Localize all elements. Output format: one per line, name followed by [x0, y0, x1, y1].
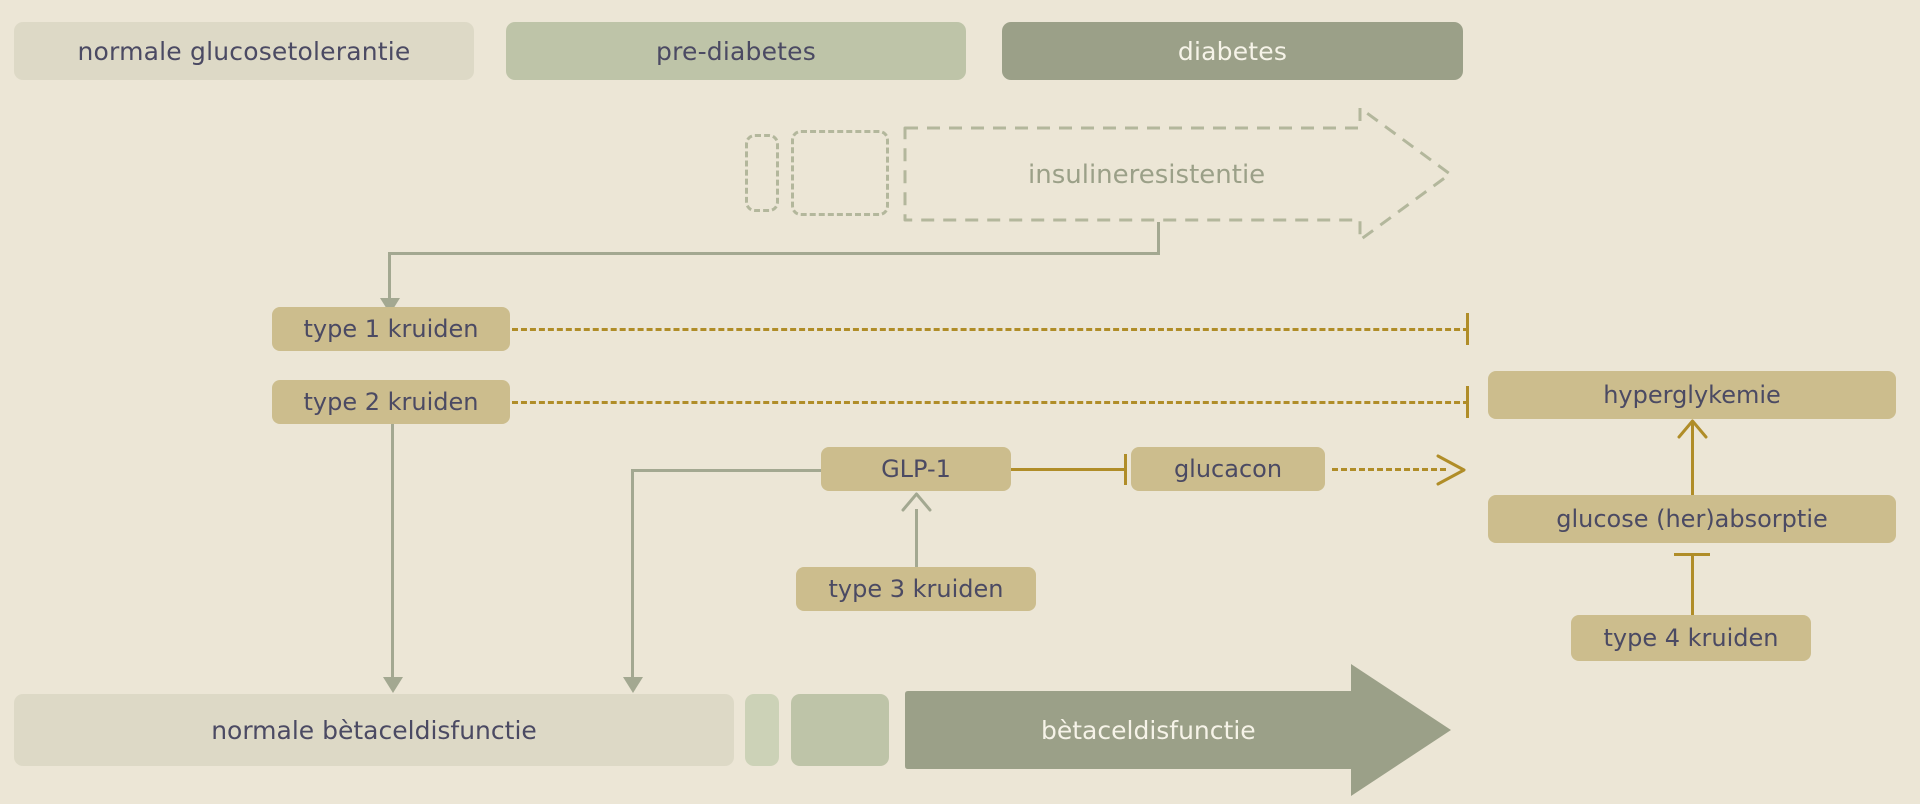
- edge-type2-to-betacell-line: [391, 424, 394, 679]
- inhibition-tbar-type4: [1674, 553, 1710, 556]
- edge-type3-to-glp1-line: [915, 509, 918, 569]
- node-type-4-kruiden[interactable]: type 4 kruiden: [1571, 615, 1811, 661]
- betaceldisfunctie-label: bètaceldisfunctie: [1041, 716, 1256, 745]
- stage-bar-diabetes[interactable]: diabetes: [1002, 22, 1463, 80]
- insulineresistentie-label: insulineresistentie: [1028, 160, 1266, 190]
- edge-glucose-to-hyperglykemie-line: [1691, 421, 1694, 504]
- edge-type2-inhibition-line: [512, 401, 1469, 404]
- node-label: type 3 kruiden: [828, 575, 1004, 603]
- inhibition-tbar-type2: [1466, 386, 1469, 418]
- insulineresistentie-segment-1: [745, 134, 779, 212]
- arrowhead-glp1-to-betacell: [623, 677, 643, 693]
- betacell-segment-2: [791, 694, 889, 766]
- node-type-1-kruiden[interactable]: type 1 kruiden: [272, 307, 510, 351]
- node-type-2-kruiden[interactable]: type 2 kruiden: [272, 380, 510, 424]
- node-hyperglykemie[interactable]: hyperglykemie: [1488, 371, 1896, 419]
- node-label: glucacon: [1173, 455, 1283, 483]
- inhibition-tbar-type1: [1466, 313, 1469, 345]
- stage-bar-normale-glucosetolerantie[interactable]: normale glucosetolerantie: [14, 22, 474, 80]
- node-type-3-kruiden[interactable]: type 3 kruiden: [796, 567, 1036, 611]
- edge-insulineresistentie-drop: [388, 252, 391, 300]
- node-glp-1[interactable]: GLP-1: [821, 447, 1011, 491]
- bottom-bar-normale-betaceldisfunctie[interactable]: normale bètaceldisfunctie: [14, 694, 734, 766]
- edge-glp1-to-betacell-line: [631, 469, 634, 679]
- node-label: glucose (her)absorptie: [1556, 505, 1828, 533]
- betacell-segment-1: [745, 694, 779, 766]
- inhibition-tbar-glp1-glucacon: [1124, 454, 1127, 485]
- node-label: type 1 kruiden: [303, 315, 479, 343]
- node-label: GLP-1: [881, 455, 951, 483]
- stage-bar-label: pre-diabetes: [656, 36, 816, 66]
- edge-type1-inhibition-line: [512, 328, 1469, 331]
- bottom-bar-label: normale bètaceldisfunctie: [211, 715, 537, 745]
- edge-glp1-left-horizontal: [631, 469, 821, 472]
- edge-glucacon-dashed-line: [1332, 468, 1446, 471]
- node-label: hyperglykemie: [1603, 381, 1781, 409]
- edge-insulineresistentie-riser: [1157, 222, 1160, 255]
- node-glucose-herabsorptie[interactable]: glucose (her)absorptie: [1488, 495, 1896, 543]
- edge-type4-inhibits-glucose-line: [1691, 554, 1694, 618]
- arrowhead-type2-to-betacell: [383, 677, 403, 693]
- insulineresistentie-segment-2: [791, 130, 889, 216]
- node-glucacon[interactable]: glucacon: [1131, 447, 1325, 491]
- node-label: type 2 kruiden: [303, 388, 479, 416]
- stage-bar-label: normale glucosetolerantie: [77, 36, 411, 66]
- stage-bar-pre-diabetes[interactable]: pre-diabetes: [506, 22, 966, 80]
- node-label: type 4 kruiden: [1603, 624, 1779, 652]
- edge-insulineresistentie-horizontal: [388, 252, 1160, 255]
- edge-glp1-inhibits-glucacon-line: [1011, 468, 1127, 471]
- stage-bar-label: diabetes: [1177, 36, 1288, 66]
